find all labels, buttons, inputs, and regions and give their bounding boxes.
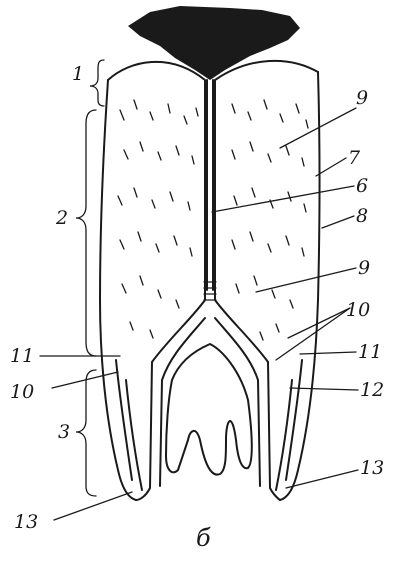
crown-top bbox=[128, 6, 300, 80]
label-9-middle: 9 bbox=[358, 257, 370, 279]
figure-caption: б bbox=[196, 524, 211, 552]
label-7: 7 bbox=[348, 147, 361, 169]
leader-lines bbox=[40, 108, 358, 520]
figure-labels: 1 2 3 9 7 6 8 9 10 11 11 10 12 13 13 б bbox=[10, 63, 384, 552]
label-9-top: 9 bbox=[356, 87, 368, 109]
central-seam bbox=[207, 80, 213, 290]
label-10-left: 10 bbox=[10, 381, 34, 403]
label-13-right: 13 bbox=[360, 457, 384, 479]
label-13-left: 13 bbox=[14, 511, 38, 533]
label-11-left: 11 bbox=[10, 345, 34, 367]
label-8: 8 bbox=[356, 205, 368, 227]
label-3: 3 bbox=[58, 421, 70, 443]
label-6: 6 bbox=[356, 175, 368, 197]
label-1: 1 bbox=[72, 63, 84, 85]
root-lobes bbox=[166, 344, 252, 475]
bracket-3 bbox=[76, 370, 96, 496]
label-2: 2 bbox=[55, 207, 68, 229]
label-12: 12 bbox=[360, 379, 384, 401]
label-11-right: 11 bbox=[358, 341, 382, 363]
outer-left-wall bbox=[100, 80, 136, 500]
label-10-right: 10 bbox=[346, 299, 370, 321]
bracket-1 bbox=[90, 60, 104, 106]
tooth-drawing bbox=[100, 6, 320, 500]
bracket-2 bbox=[76, 110, 96, 356]
